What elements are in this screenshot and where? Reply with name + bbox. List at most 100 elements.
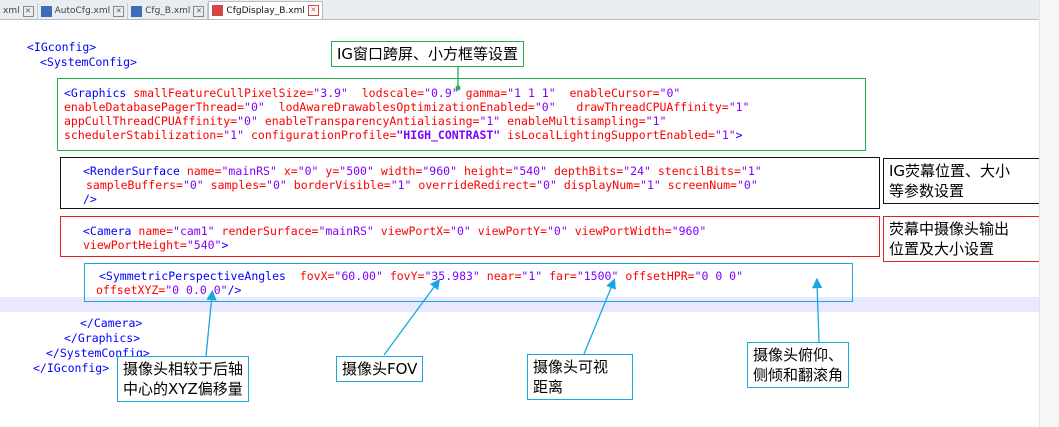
attr-name: stencilBits=	[657, 164, 741, 178]
symmetric-perspective-highlight-box	[84, 263, 853, 302]
attr-value: "1"	[390, 178, 412, 192]
attr-name: displayNum=	[563, 178, 641, 192]
attr-value: "0"	[536, 178, 557, 192]
callout-text: 摄像头相较于后轴	[123, 360, 244, 378]
attr-value: "1"	[640, 178, 661, 192]
code-line[interactable]: <SystemConfig>	[40, 55, 137, 69]
attr-value: "960"	[422, 164, 457, 178]
tab-cfg-b[interactable]: Cfg_B.xml ✕	[128, 3, 209, 19]
file-icon	[131, 5, 143, 17]
callout-camera: 荧幕中摄像头输出 位置及大小设置	[883, 216, 1040, 262]
attr-value: "24"	[623, 164, 651, 178]
callout-text: 中心的XYZ偏移量	[123, 380, 243, 398]
attr-name: isLocalLightingSupportEnabled=	[507, 128, 715, 142]
code-line[interactable]: </IGconfig>	[33, 361, 110, 375]
file-icon	[212, 5, 224, 16]
callout-view-distance: 摄像头可视 距离	[527, 354, 633, 400]
tab-label: Cfg_B.xml	[145, 6, 191, 16]
attr-name: fovX=	[299, 269, 335, 283]
attr-name: gamma=	[465, 86, 508, 100]
tab-cfgdisplay-b[interactable]: CfgDisplay_B.xml ✕	[208, 1, 323, 19]
attr-value: "0"	[736, 178, 758, 192]
attr-name: height=	[463, 164, 513, 178]
attr-name: offsetHPR=	[625, 269, 695, 283]
attr-name: width=	[380, 164, 423, 178]
callout-text: 摄像头FOV	[342, 360, 418, 378]
attr-name: screenNum=	[667, 178, 737, 192]
attr-name: far=	[549, 269, 577, 283]
callout-text: 摄像头俯仰、	[753, 346, 844, 364]
tab-xml[interactable]: xml ✕	[0, 3, 38, 19]
attr-name: samples=	[210, 178, 267, 192]
code-line[interactable]: </Graphics>	[64, 331, 141, 345]
callout-text: 距离	[533, 378, 564, 396]
callout-text: IG荧幕位置、大小	[889, 162, 1011, 180]
close-icon[interactable]: ✕	[113, 5, 125, 17]
attr-value: "1"	[223, 128, 245, 142]
tab-autocfg[interactable]: AutoCfg.xml ✕	[38, 3, 129, 19]
close-icon[interactable]: ✕	[307, 5, 319, 16]
attr-name: configurationProfile=	[250, 128, 397, 142]
attr-value: "mainRS"	[221, 164, 277, 178]
attr-name: viewPortX=	[380, 224, 451, 238]
code-line[interactable]: />	[83, 192, 97, 206]
attr-value: "HIGH_CONTRAST"	[396, 128, 501, 142]
attr-value: "0"	[244, 100, 265, 114]
attr-value: "0.9"	[424, 86, 459, 100]
code-line[interactable]: <IGconfig>	[27, 40, 97, 54]
attr-value: "1"	[714, 128, 736, 142]
attr-name: overrideRedirect=	[418, 178, 537, 192]
attr-value: "1"	[645, 114, 667, 128]
callout-graphics: IG窗口跨屏、小方框等设置	[331, 41, 525, 67]
attr-value: "1 1 1"	[507, 86, 556, 100]
callout-text: 摄像头可视	[533, 358, 609, 376]
callout-text: 侧倾和翻滚角	[753, 366, 844, 384]
attr-name: borderVisible=	[293, 178, 391, 192]
tag-end: />	[227, 283, 242, 297]
code-line[interactable]: schedulerStabilization="1" configuration…	[64, 128, 743, 142]
attr-value: "960"	[671, 224, 707, 238]
attr-name: viewPortHeight=	[83, 238, 187, 252]
attr-name: renderSurface=	[221, 224, 319, 238]
code-line[interactable]: <Graphics smallFeatureCullPixelSize="3.9…	[64, 86, 680, 100]
attr-value: "0"	[547, 224, 568, 238]
tag-name: <SymmetricPerspectiveAngles	[99, 269, 286, 283]
callout-text: 荧幕中摄像头输出	[889, 220, 1010, 238]
rendersurface-highlight-box	[60, 157, 880, 209]
attr-name: appCullThreadCPUAffinity=	[64, 114, 238, 128]
code-line[interactable]: <Camera name="cam1" renderSurface="mainR…	[83, 224, 706, 238]
callout-fov: 摄像头FOV	[336, 356, 424, 382]
code-line[interactable]: </Camera>	[80, 316, 143, 330]
attr-value: "0"	[182, 178, 204, 192]
callout-text: 位置及大小设置	[889, 240, 995, 258]
tab-label: CfgDisplay_B.xml	[226, 5, 305, 16]
attr-value: "0"	[534, 100, 556, 114]
editor-tab-bar: xml ✕ AutoCfg.xml ✕ Cfg_B.xml ✕ CfgDispl…	[0, 0, 1040, 20]
callout-offset-xyz: 摄像头相较于后轴 中心的XYZ偏移量	[117, 356, 250, 402]
attr-value: "mainRS"	[318, 224, 374, 238]
tab-label: AutoCfg.xml	[54, 6, 111, 16]
code-line[interactable]: appCullThreadCPUAffinity="0" enableTrans…	[64, 114, 666, 128]
attr-name: enableDatabasePagerThread=	[64, 100, 245, 114]
current-line-highlight	[0, 297, 1040, 312]
close-icon[interactable]: ✕	[22, 5, 34, 17]
code-line[interactable]: viewPortHeight="540">	[83, 238, 228, 252]
attr-value: "0"	[297, 164, 319, 178]
attr-name: enableCursor=	[569, 86, 660, 100]
close-icon[interactable]: ✕	[193, 5, 205, 17]
tag-name: <RenderSurface	[83, 164, 180, 178]
attr-name: y=	[325, 164, 340, 178]
vertical-scrollbar[interactable]	[1039, 0, 1059, 427]
code-line[interactable]: enableDatabasePagerThread="0" lodAwareDr…	[64, 100, 750, 114]
code-line[interactable]: <RenderSurface name="mainRS" x="0" y="50…	[83, 164, 762, 178]
attr-name: name=	[138, 224, 174, 238]
tab-label: xml	[3, 6, 20, 16]
tag-end: >	[221, 238, 229, 252]
attr-value: "60.00"	[334, 269, 383, 283]
callout-text: IG窗口跨屏、小方框等设置	[337, 45, 519, 63]
attr-name: enableMultisampling=	[507, 114, 646, 128]
attr-name: offsetXYZ=	[96, 283, 166, 297]
callout-text: 等参数设置	[889, 182, 965, 200]
attr-value: "1"	[521, 269, 543, 283]
code-line[interactable]: sampleBuffers="0" samples="0" borderVisi…	[86, 178, 758, 192]
